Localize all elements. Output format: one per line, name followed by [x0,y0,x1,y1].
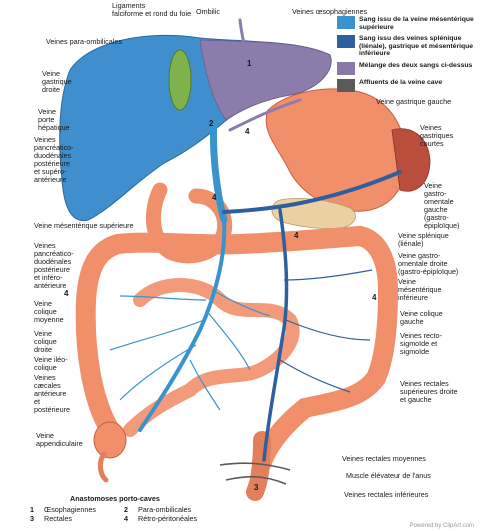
label-veines-para-ombilicales: Veines para-ombilicales [46,37,122,46]
descending-colon [252,226,399,472]
label-veines-rectales-moyennes: Veines rectales moyennes [342,454,426,463]
key-num: 1 [30,505,34,514]
label-veine-colique-droite: Veine colique droite [34,329,57,354]
key-row: 3 Rectales 4 Rétro-péritonéales [30,514,250,523]
key-text: Rectales [44,514,72,523]
gallbladder [168,49,192,111]
key-num: 2 [124,505,128,514]
key-text: Œsophagiennes [44,505,96,514]
legend-swatch [337,61,355,75]
marker-4d: 4 [64,289,69,298]
label-veine-porte: Veine porte hépatique [38,107,70,132]
watermark: Powered by ClipArt.com [409,523,474,529]
label-veine-gastro-omentale-droite: Veine gastro- omentale droite (gastro-ép… [398,251,459,276]
label-pancreatico-duodenales-post-sup: Veines pancréatico- duodénales postérieu… [34,135,74,184]
key-num: 3 [30,514,34,523]
key-text: Rétro-péritonéales [138,514,198,523]
superior-mesenteric-vein [138,218,227,432]
anastomosis-key: Anastomoses porto-caves 1 Œsophagiennes … [30,494,250,523]
marker-2: 2 [209,119,214,128]
legend-swatch [337,78,355,92]
legend-item: Mélange des deux sangs ci-dessus [337,61,477,75]
label-veine-appendiculaire: Veine appendiculaire [36,431,83,448]
label-ombilic: Ombilic [196,7,220,16]
marker-4a: 4 [245,127,250,136]
portal-vein [209,114,228,224]
label-veine-colique-moyenne: Veine colique moyenne [34,299,64,324]
cecum [93,421,127,459]
label-veines-caecales: Veines cæcales antérieure et postérieure [34,373,70,414]
key-row: 1 Œsophagiennes 2 Para-ombilicales [30,505,250,514]
label-veine-splenique: Veine splénique (liénale) [398,231,449,248]
caval-tributaries [219,462,291,485]
label-veine-gastrique-gauche: Veine gastrique gauche [376,97,452,106]
label-veine-gastro-omentale-gauche: Veine gastro- omentale gauche (gastro- é… [424,181,460,230]
inferior-mesenteric-vein [262,208,289,462]
label-muscle-elevateur: Muscle élévateur de l'anus [346,471,431,480]
label-ligaments: Ligaments falciforme et rond du foie [112,1,192,18]
esophageal-veins [238,18,262,97]
legend-item: Sang issu de la veine mésentérique supér… [337,16,477,31]
marker-4e: 4 [372,293,377,302]
legend-swatch [337,35,355,49]
mesenteric-branches [109,289,271,411]
label-pancreatico-duodenales-post-inf: Veines pancréatico- duodénales postérieu… [34,241,74,290]
liver-mixed-region [199,39,332,121]
legend-text: Sang issu de la veine mésentérique supér… [359,16,474,31]
label-veine-mesenterique-superieure: Veine mésentérique supérieure [34,221,134,230]
anastomosis-markers: 1 2 3 4 4 4 4 4 [64,59,377,492]
legend-text: Mélange des deux sangs ci-dessus [359,61,473,69]
label-veine-colique-gauche: Veine colique gauche [400,309,443,326]
legend: Sang issu de la veine mésentérique supér… [337,16,477,96]
marker-4b: 4 [212,193,217,202]
key-title: Anastomoses porto-caves [70,494,160,503]
marker-4c: 4 [294,231,299,240]
left-colic-branches [279,269,373,393]
legend-item: Affluents de la veine cave [337,78,477,92]
marker-3: 3 [254,483,259,492]
legend-text: Sang issu des veines splénique (liénale)… [359,35,474,58]
key-text: Para-ombilicales [138,505,192,514]
marker-1: 1 [247,59,252,68]
label-veines-rectales-superieures: Veines rectales supérieures droite et ga… [400,379,458,404]
legend-item: Sang issu des veines splénique (liénale)… [337,35,477,58]
label-veine-gastrique-droite: Veine gastrique droite [42,69,72,94]
left-gastric-vein [228,98,302,132]
appendix [97,451,109,483]
label-veines-gastriques-courtes: Veines gastriques courtes [420,123,454,148]
rectum [246,431,271,501]
small-intestine [123,278,300,437]
splenic-vein [222,170,402,214]
key-num: 4 [124,514,128,523]
label-veines-oesophagiennes: Veines œsophagiennes [292,7,368,16]
label-veines-rectales-inferieures: Veines rectales inférieures [344,490,429,499]
spleen [391,128,431,192]
label-veines-recto-sigmoide: Veines recto- sigmoïde et sigmoïde [400,331,442,356]
legend-text: Affluents de la veine cave [359,78,443,86]
legend-swatch [337,16,355,29]
label-veine-ileo-colique: Veine iléo- colique [34,355,68,372]
label-veine-mesenterique-inferieure: Veine mésentérique inférieure [398,277,442,302]
